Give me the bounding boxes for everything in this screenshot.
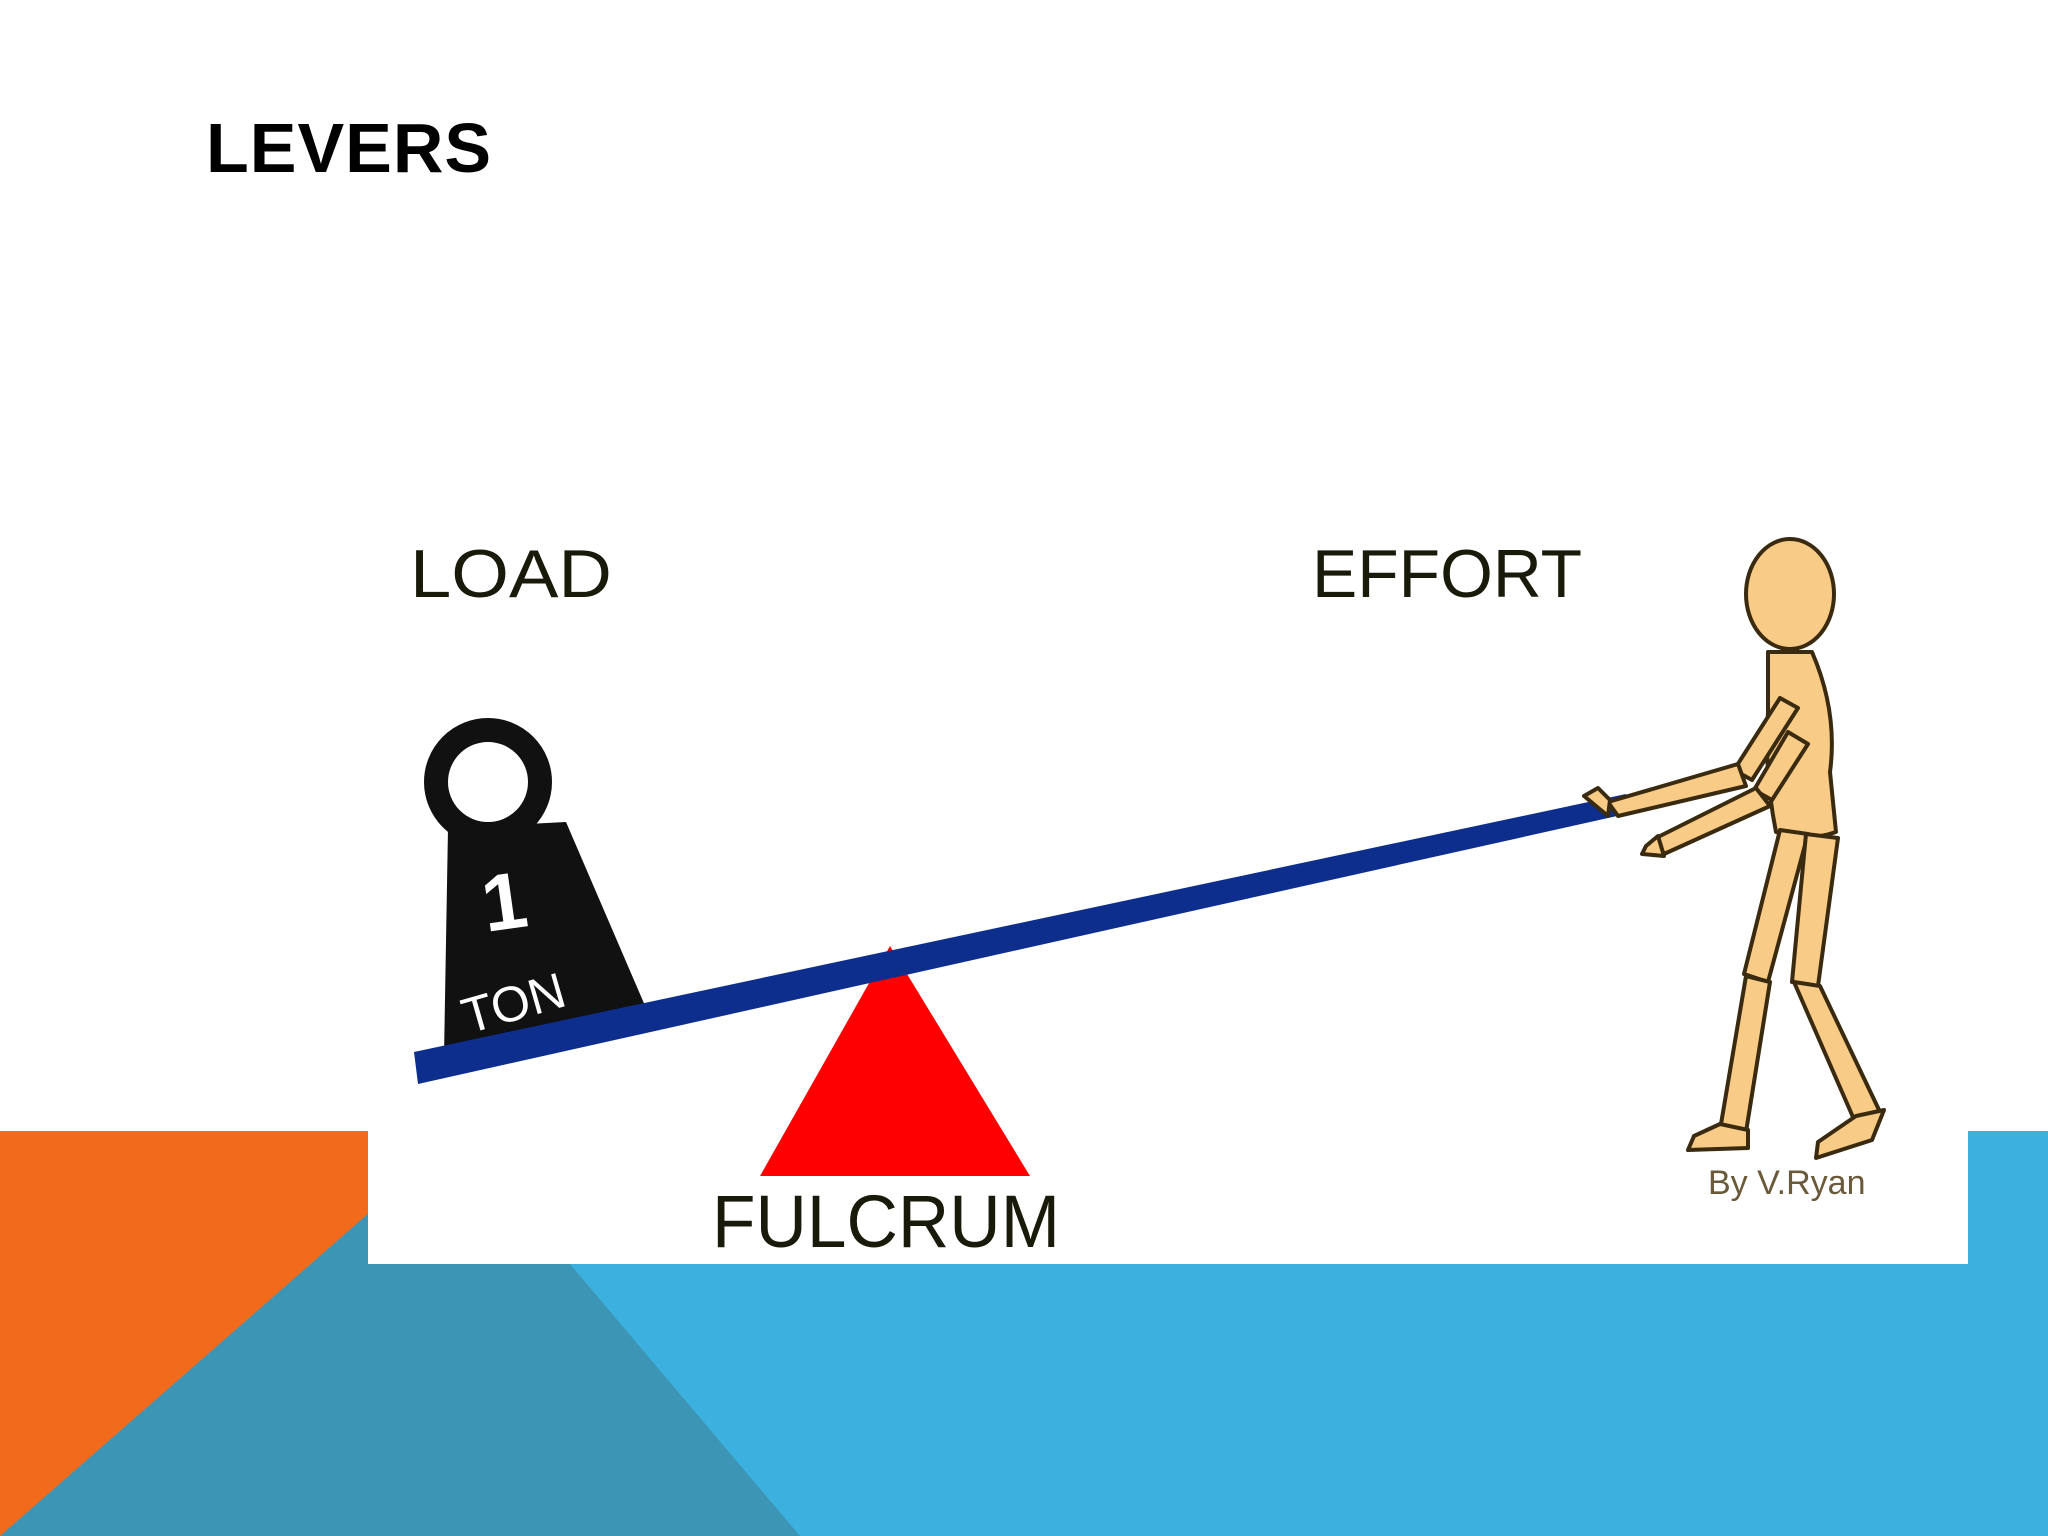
credit-text: By V.Ryan — [1708, 1164, 1866, 1202]
figure-shin-front — [1792, 980, 1882, 1126]
figure-forearm-back — [1606, 762, 1748, 818]
teal-triangle-shape — [0, 1212, 800, 1536]
fulcrum-triangle — [760, 946, 1030, 1176]
figure-upper-arm-front — [1752, 730, 1810, 802]
lever-beam — [414, 794, 1626, 1084]
lever-diagram: LOAD EFFORT 1 TON FULCRUM — [368, 512, 1968, 1264]
one-ton-weight: 1 TON — [424, 718, 646, 1056]
effort-label: EFFORT — [1312, 536, 1582, 612]
figure-hand-front — [1640, 834, 1666, 858]
load-label: LOAD — [410, 536, 612, 612]
figure-foot-back — [1686, 1122, 1750, 1152]
figure-shin-back — [1718, 974, 1772, 1134]
figure-head — [1744, 537, 1836, 651]
figure-upper-arm-back — [1732, 696, 1800, 782]
figure-foot-front — [1814, 1108, 1886, 1160]
figure-hand-back — [1582, 786, 1612, 818]
fulcrum-label: FULCRUM — [712, 1180, 1060, 1263]
person-figure — [1582, 537, 1886, 1160]
weight-body — [444, 822, 646, 1056]
weight-ring — [424, 718, 552, 846]
slide-title: LEVERS — [206, 109, 493, 187]
